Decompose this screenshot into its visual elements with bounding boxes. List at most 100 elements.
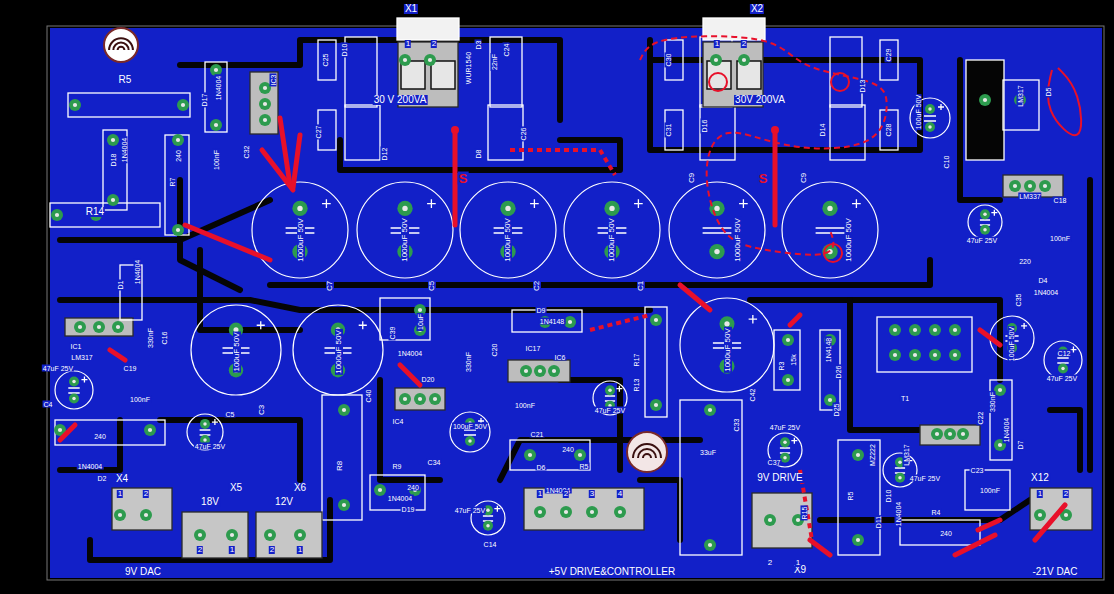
component-outline <box>112 488 172 530</box>
pad-hole <box>528 453 532 457</box>
pad-ring <box>782 374 794 386</box>
pad-hole <box>230 533 234 537</box>
red-circle-marking <box>824 244 842 262</box>
solder-pad <box>909 349 921 361</box>
pad-hole <box>58 428 62 432</box>
silkscreen-label: R4 <box>931 509 942 516</box>
copper-trace <box>650 40 920 150</box>
solder-pad <box>177 99 189 111</box>
pad-ring <box>852 449 864 461</box>
solder-pad <box>957 428 969 440</box>
silkscreen-label: R3 <box>778 361 785 372</box>
copper-trace <box>340 140 620 170</box>
solder-pad <box>74 321 86 333</box>
screw-group <box>401 61 761 89</box>
solder-pad <box>1039 180 1051 192</box>
silkscreen-label: D8 <box>475 149 482 160</box>
silkscreen-label: 100uF 50V <box>233 331 241 372</box>
solder-pad <box>944 428 956 440</box>
silkscreen-label: 100nF <box>213 149 220 171</box>
pad-hole <box>714 206 719 211</box>
silkscreen-label: 100uF 50V <box>452 423 488 430</box>
component-outline <box>680 400 742 555</box>
silkscreen-label: X12 <box>1030 473 1050 483</box>
silkscreen-label: D17 <box>201 93 208 108</box>
pad-ring <box>889 324 901 336</box>
silkscreen-label: D10 <box>341 43 348 58</box>
silkscreen-label: 1000uF 50V <box>297 217 305 263</box>
silkscreen-label: C26 <box>520 127 527 142</box>
pad-ring <box>909 324 921 336</box>
capacitor-outline <box>782 182 878 278</box>
capacitor-plates <box>924 116 936 121</box>
pad-hole <box>116 325 120 329</box>
silkscreen-label: C16 <box>161 331 168 346</box>
red-dashed-marking <box>510 150 615 175</box>
silkscreen-label: 1000uF 50V <box>335 329 343 375</box>
pad-ring <box>604 201 619 216</box>
pad-ring <box>259 98 271 110</box>
red-marking <box>810 540 830 555</box>
pad-ring <box>483 521 493 531</box>
silkscreen-label: C28 <box>885 123 892 138</box>
pad-ring <box>564 316 576 328</box>
silkscreen-label: LM317 <box>1017 84 1024 107</box>
pad-hole <box>418 397 422 401</box>
pad-ring <box>1009 180 1021 192</box>
pad-ring <box>560 506 572 518</box>
copper-trace <box>850 300 960 430</box>
solder-pad <box>226 529 238 541</box>
component-outline <box>488 105 523 160</box>
silkscreen-label: 220 <box>1018 258 1032 265</box>
silkscreen-label: C40 <box>365 389 372 404</box>
pad-ring <box>929 324 941 336</box>
silkscreen-label: X2 <box>750 4 764 14</box>
silkscreen-label: C21 <box>530 431 545 438</box>
silkscreen-label: C24 <box>503 43 510 58</box>
component-outline <box>490 37 522 107</box>
component-outline <box>774 330 800 390</box>
solder-pad <box>107 134 119 146</box>
silkscreen-label: 1000uF 50V <box>608 217 616 263</box>
pad-hole <box>796 518 800 522</box>
silkscreen-label: C5 <box>225 411 236 418</box>
silkscreen-label: 1N4148 <box>825 337 832 364</box>
silkscreen-label: X1 <box>404 4 418 14</box>
pad-hole <box>403 58 407 62</box>
silkscreen-label: 22nF <box>491 53 498 71</box>
pad-hole <box>742 58 746 62</box>
capacitor-symbol <box>460 182 556 278</box>
pad-ring <box>74 321 86 333</box>
component-outline <box>508 360 570 382</box>
pad-ring <box>780 453 790 463</box>
silkscreen-label: R8 <box>336 460 344 472</box>
component-outline <box>256 512 322 558</box>
pad-ring <box>929 349 941 361</box>
silkscreen-label: D2 <box>97 475 108 482</box>
silkscreen-label: D5 <box>1045 87 1052 98</box>
capacitor-outline <box>564 182 660 278</box>
pad-ring <box>980 225 990 235</box>
red-marking <box>790 315 800 325</box>
pad-hole <box>72 380 76 384</box>
silkscreen-label: D9 <box>536 307 547 314</box>
pad-ring <box>144 424 156 436</box>
copper-trace <box>200 250 300 330</box>
component-outline <box>880 110 898 150</box>
silkscreen-label: 47uF 25V <box>966 237 998 244</box>
marking-group <box>60 36 1081 555</box>
capacitor-symbol <box>564 182 660 278</box>
solder-pad <box>374 484 386 496</box>
red-outline-marking <box>1048 68 1081 135</box>
solder-pad <box>1024 180 1036 192</box>
solder-pad <box>1009 180 1021 192</box>
pad-hole <box>1064 513 1068 517</box>
solder-pad <box>534 506 546 518</box>
capacitor-outline <box>1044 341 1082 379</box>
solder-pad <box>200 419 210 429</box>
pad-ring <box>1024 180 1036 192</box>
silkscreen-label: D3 <box>475 40 482 51</box>
solder-pad <box>399 54 411 66</box>
pad-ring <box>738 54 750 66</box>
solder-pad <box>259 98 271 110</box>
